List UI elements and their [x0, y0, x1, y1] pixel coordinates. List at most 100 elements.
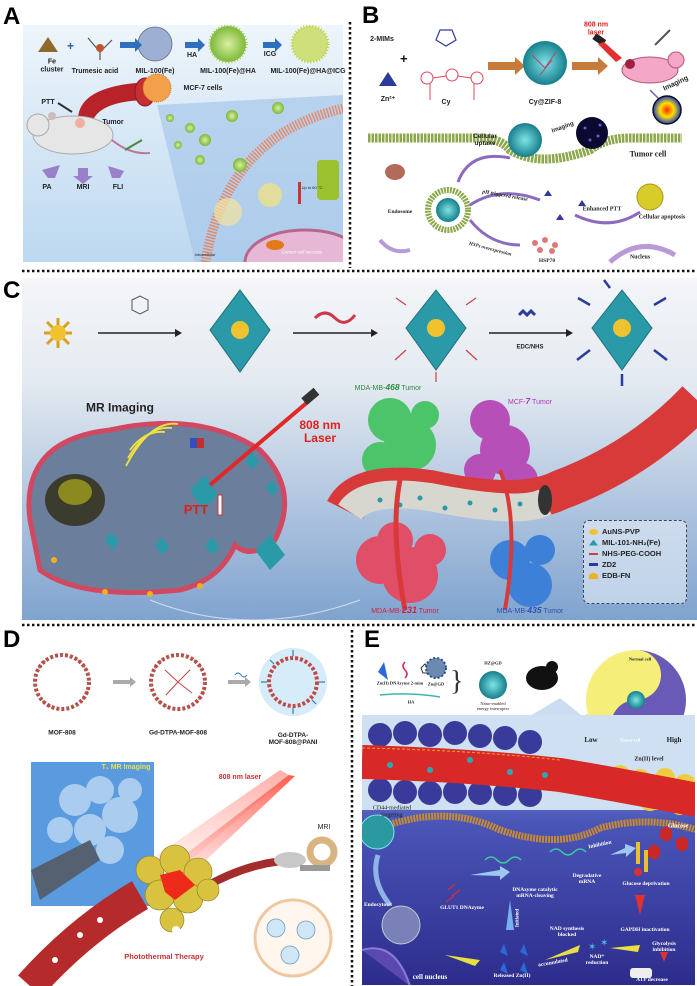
tumor-435-number: 435 — [527, 605, 542, 616]
legend-item: ZD2 — [589, 560, 681, 569]
legend-label: AuNS-PVP — [602, 527, 640, 536]
gd-dtpa-mof808-pani-label: Gd-DTPA- MOF-808@PANI — [268, 731, 318, 746]
cancer-cell-necrosis-label: Cancer cell necrosis — [281, 249, 323, 255]
tumor-435-word: Tumor — [543, 608, 564, 616]
mcf7-cells-label: MCF-7 cells — [183, 85, 223, 93]
tumor-mcf7-number: 7 — [525, 396, 531, 407]
tumor-435-label: MDA-MB-435 Tumor — [496, 605, 564, 616]
initiated-label: Initiated — [515, 908, 521, 928]
panel-c-graphics — [22, 278, 697, 620]
nad-blocked-label: NAD synthesis blocked — [549, 925, 585, 938]
enhanced-ptt-label: Enhanced PTT — [582, 206, 622, 213]
tumor-468-label: MDA-MB-468 Tumor — [354, 382, 422, 393]
peg-chain-icon — [589, 552, 598, 555]
fe-cluster-label: Fe cluster — [40, 58, 64, 73]
2-mims-label: 2-MIMs — [370, 36, 394, 44]
normal-cell-label: Normal cell — [628, 656, 652, 662]
mri-label-d: MRI — [317, 824, 331, 832]
tumor-231-word: Tumor — [418, 608, 439, 616]
released-zn-label: Released Zn(II) — [493, 972, 531, 979]
atp-decrease-label: ATP decrease — [636, 976, 668, 983]
zn-gd-label: Zn@GD — [427, 681, 445, 687]
high-label: High — [666, 736, 682, 745]
tumor-mcf7-word: Tumor — [532, 399, 553, 407]
tumor-468 — [362, 398, 439, 478]
hz-gd-label: HZ@GD — [484, 660, 502, 666]
legend-label: EDB-FN — [602, 571, 631, 580]
tumor-231-prefix: MDA-MB- — [371, 608, 402, 616]
panel-dividers — [22, 22, 697, 986]
cy-label: Cy — [441, 99, 451, 107]
nucleus-label: Nucleus — [629, 254, 651, 261]
panel-c-label: C — [3, 277, 21, 304]
mri-label: MRI — [76, 184, 90, 192]
legend-label: ZD2 — [602, 560, 617, 569]
tumor-cell-label: Tumor cell — [629, 149, 667, 159]
edc-nhs-label: EDC/NHS — [516, 344, 544, 351]
tumor-231-label: MDA-MB-231 Tumor — [371, 605, 439, 616]
star-icon — [589, 528, 598, 535]
gapdh-label: GAPDH inactivation — [620, 926, 670, 933]
legend-item: NHS-PEG-COOH — [589, 549, 681, 558]
receptor-icon — [589, 572, 598, 579]
svg-text:✶: ✶ — [588, 942, 596, 953]
nad-reduction-label: NAD⁺ reduction — [585, 953, 609, 966]
tumor-cell-label-e: Tumor cell — [619, 737, 641, 743]
panel-b-graphics: + — [368, 29, 685, 264]
mil100-ha-label: MIL-100(Fe)@HA — [200, 68, 256, 76]
tumor-468-word: Tumor — [401, 385, 422, 393]
tumor-label: Tumor — [102, 119, 124, 127]
cellular-uptake-label: Cellular uptake — [473, 132, 497, 147]
svg-text:+: + — [67, 39, 74, 53]
hsp70-label: HSP70 — [538, 257, 556, 264]
panel-a-label: A — [3, 3, 21, 30]
nano-interrupter-label: Nano-enabled energy interrupter — [476, 701, 510, 711]
ptt-label: PTT — [41, 99, 55, 107]
mil100-label: MIL-100(Fe) — [135, 68, 175, 76]
zn-label: Zn²⁺ — [380, 96, 396, 104]
tumor-468-prefix: MDA-MB- — [354, 385, 386, 393]
mr-imaging-label: MR Imaging — [86, 400, 154, 415]
legend-label: NHS-PEG-COOH — [602, 549, 662, 558]
glycolysis-label: Glycolysis inhibition — [652, 940, 676, 953]
zn-level-label: Zn(II) level — [634, 756, 664, 763]
endocytosis-label: Endocytosis — [363, 901, 393, 908]
panel-b-label: B — [362, 2, 380, 29]
cellular-apoptosis-label: Cellular apoptosis — [638, 214, 686, 221]
peptide-icon — [589, 563, 598, 566]
tumor-231-number: 231 — [401, 605, 417, 616]
dnazyme-catalytic-label: DNAzyme catalytic mRNA-cleaving — [512, 886, 558, 899]
cell-nucleus-label: cell nucleus — [412, 973, 448, 982]
trumesic-acid-label: Trumesic acid — [71, 68, 119, 76]
t1-mr-imaging-label: T₁ MR Imaging — [101, 764, 151, 772]
svg-text:+: + — [400, 51, 408, 66]
legend-item: EDB-FN — [589, 571, 681, 580]
icg-label: ICG — [263, 51, 277, 59]
panel-e-label: E — [364, 626, 381, 653]
laser-label-d: 808 nm laser — [218, 774, 262, 782]
tumor-mcf7-label: MCF-7 Tumor — [507, 396, 553, 407]
panel-a-graphics: + — [23, 25, 343, 262]
ptt-label-c: PTT — [183, 501, 209, 517]
tumor-435-prefix: MDA-MB- — [496, 608, 528, 616]
cy-zif8-label: Cy@ZIF-8 — [528, 99, 562, 107]
cd44-label: CD44-mediated targeting — [372, 805, 412, 818]
svg-text:✶: ✶ — [600, 938, 608, 949]
ha-label-e: HA — [407, 699, 415, 705]
tumor-mcf7-prefix: MCF- — [507, 399, 526, 407]
legend-label: MIL-101-NH₂(Fe) — [602, 538, 661, 547]
photothermal-therapy-label: Photothermal Therapy — [124, 951, 204, 961]
pa-label: PA — [42, 184, 52, 192]
legend-item: AuNS-PVP — [589, 527, 681, 536]
tumor-468-number: 468 — [385, 382, 400, 393]
laser-label-c: 808 nm Laser — [299, 417, 341, 445]
fli-label: FLI — [112, 184, 124, 192]
legend-item: MIL-101-NH₂(Fe) — [589, 538, 681, 547]
endosome-label: Endosome — [387, 208, 413, 215]
laser-label: 808 nm laser — [583, 21, 609, 36]
glucose-deprivation-label: Glucose deprivation — [622, 880, 670, 887]
low-label: Low — [584, 736, 598, 745]
mof808-label: MOF-808 — [48, 729, 76, 737]
